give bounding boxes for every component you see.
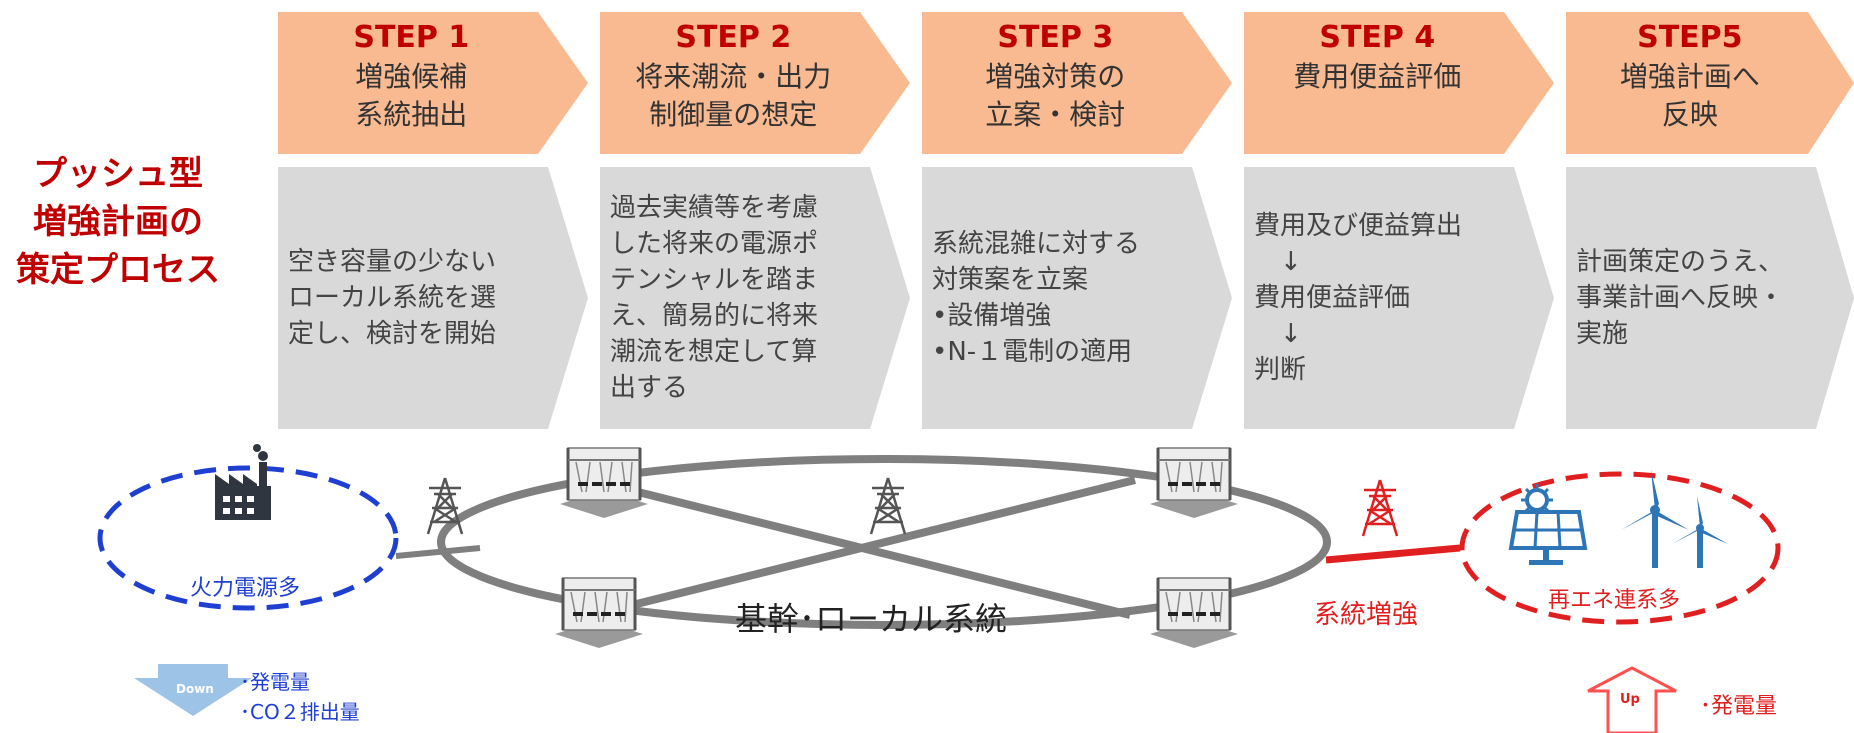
step-5-body-line-3: 実施 <box>1576 319 1629 349</box>
up-arrow-icon <box>1587 666 1677 733</box>
step-1-header-chevron <box>278 12 588 154</box>
step-5-header: STEP5 増強計画へ 反映 <box>1566 12 1854 154</box>
thermal-label: 火力電源多 <box>190 576 301 601</box>
step-1-body-line-1: 空き容量の少ない <box>288 247 497 277</box>
step-4-title-line-1: 費用便益評価 <box>1293 60 1462 93</box>
down-item-1: ･発電量 <box>240 670 310 694</box>
wind-turbine-icon <box>1672 496 1728 568</box>
step-5-body-line-2: 事業計画へ反映・ <box>1576 283 1785 313</box>
step-3-title-line-2: 立案・検討 <box>985 98 1126 131</box>
step-2-body-line-4: え、簡易的に将来 <box>610 301 819 331</box>
step-5-header-chevron <box>1566 12 1854 154</box>
step-3-title-line-1: 増強対策の <box>985 60 1126 93</box>
step-5-body: 計画策定のうえ、 事業計画へ反映・ 実施 <box>1566 167 1854 429</box>
substation-icon <box>1148 446 1240 520</box>
step-5-label: STEP5 <box>1637 20 1743 55</box>
step-3-label: STEP 3 <box>997 20 1114 55</box>
step-2-body: 過去実績等を考慮 した将来の電源ポ テンシャルを踏ま え、簡易的に将来 潮流を想… <box>600 167 910 429</box>
substation-icon <box>1148 576 1240 650</box>
step-2-body-line-1: 過去実績等を考慮 <box>610 193 819 223</box>
step-3-body-line-1: 系統混雑に対する <box>932 229 1141 259</box>
solar-panel-icon <box>1508 484 1588 565</box>
step-3-header: STEP 3 増強対策の 立案・検討 <box>922 12 1232 154</box>
step-2-header-chevron <box>600 12 910 154</box>
step-1-header: STEP 1 増強候補 系統抽出 <box>278 12 588 154</box>
step-5-body-chevron <box>1566 167 1854 429</box>
step-3-body-line-4: •N-１電制の適用 <box>932 337 1133 367</box>
step-1-body-line-3: 定し、検討を開始 <box>288 319 497 349</box>
thermal-connection-line <box>395 545 481 559</box>
reinforce-label: 系統増強 <box>1314 600 1419 630</box>
step-2-body-line-5: 潮流を想定して算 <box>610 337 818 367</box>
step-4-label: STEP 4 <box>1319 20 1436 55</box>
step-4-header: STEP 4 費用便益評価 <box>1244 12 1554 154</box>
reinforce-connection-line <box>1325 544 1461 564</box>
step-2-title-line-1: 将来潮流・出力 <box>635 60 832 93</box>
substation-icon <box>553 576 645 650</box>
step-5-body-line-1: 計画策定のうえ、 <box>1576 247 1785 277</box>
step-5-title-line-1: 増強計画へ <box>1619 60 1760 93</box>
step-1-body-chevron <box>278 167 588 429</box>
up-arrow-label: Up <box>1620 692 1640 707</box>
step-1-body-line-2: ローカル系統を選 <box>288 283 497 313</box>
step-2-body-line-3: テンシャルを踏ま <box>610 265 819 295</box>
step-1-title-line-2: 系統抽出 <box>355 98 468 131</box>
step-2-body-line-2: した将来の電源ポ <box>610 229 819 259</box>
step-4-body: 費用及び便益算出 ↓ 費用便益評価 ↓ 判断 <box>1244 167 1554 429</box>
title-line-2: 増強計画の <box>33 202 203 242</box>
step-3-body-chevron <box>922 167 1232 429</box>
step-1-title-line-1: 増強候補 <box>355 60 468 93</box>
grid-loop <box>437 455 1331 629</box>
renewable-label: 再エネ連系多 <box>1548 588 1681 613</box>
thermal-region <box>97 465 399 611</box>
step-2-label: STEP 2 <box>675 20 792 55</box>
up-item-1: ･発電量 <box>1700 694 1778 719</box>
wind-turbine-icon <box>1621 470 1689 568</box>
grid-label: 基幹･ローカル系統 <box>735 600 1008 638</box>
step-3-body-line-2: 対策案を立案 <box>932 265 1089 295</box>
renewable-region <box>1459 471 1781 625</box>
title-line-1: プッシュ型 <box>33 154 203 194</box>
transmission-tower-icon <box>869 476 907 536</box>
step-3-header-chevron <box>922 12 1232 154</box>
step-4-body-chevron <box>1244 167 1554 429</box>
transmission-tower-icon <box>1361 478 1399 538</box>
step-3-body: 系統混雑に対する 対策案を立案 •設備増強 •N-１電制の適用 <box>922 167 1232 429</box>
step-4-body-line-2: ↓ <box>1254 247 1302 277</box>
down-item-2: ･CO２排出量 <box>240 700 360 724</box>
step-2-title-line-2: 制御量の想定 <box>649 98 818 131</box>
down-arrow-icon <box>134 664 252 716</box>
step-2-body-chevron <box>600 167 910 429</box>
step-4-body-line-5: 判断 <box>1254 355 1307 385</box>
step-2-body-line-6: 出する <box>610 373 689 403</box>
step-4-header-chevron <box>1244 12 1554 154</box>
factory-icon <box>215 444 271 520</box>
step-3-body-line-3: •設備増強 <box>932 301 1052 331</box>
step-4-body-line-4: ↓ <box>1254 319 1302 349</box>
step-2-header: STEP 2 将来潮流・出力 制御量の想定 <box>600 12 910 154</box>
step-1-label: STEP 1 <box>353 20 470 55</box>
process-title: プッシュ型 増強計画の 策定プロセス <box>8 150 228 294</box>
title-line-3: 策定プロセス <box>16 250 220 290</box>
grid-cross-line-2 <box>579 476 1136 622</box>
step-4-body-line-1: 費用及び便益算出 <box>1254 211 1463 241</box>
substation-icon <box>558 446 650 520</box>
down-arrow-label: Down <box>176 682 214 696</box>
step-5-title-line-2: 反映 <box>1661 98 1718 131</box>
step-4-body-line-3: 費用便益評価 <box>1254 283 1411 313</box>
step-1-body: 空き容量の少ない ローカル系統を選 定し、検討を開始 <box>278 167 588 429</box>
